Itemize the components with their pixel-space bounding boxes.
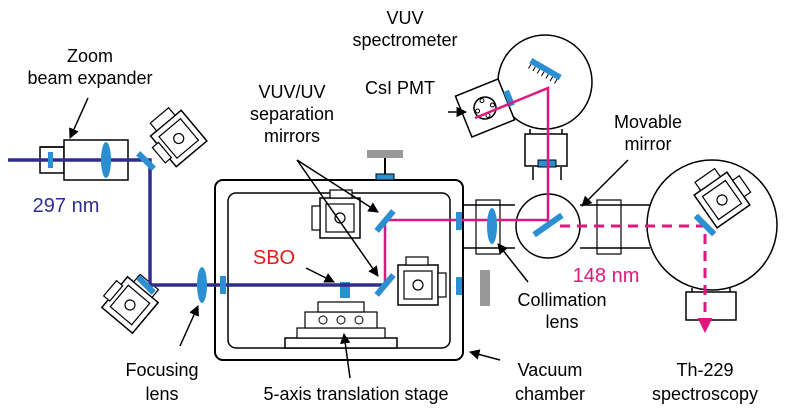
chamber-top-mount <box>367 150 403 181</box>
csi-pmt <box>454 78 516 138</box>
uv-beam-297nm <box>8 158 385 287</box>
collimation-lens <box>487 208 497 244</box>
label-vuv-spectrometer-2: spectrometer <box>352 30 457 50</box>
separation-mirror-upper <box>374 209 396 233</box>
turning-mirror-1 <box>136 151 156 171</box>
label-separation-1: VUV/UV <box>258 82 325 102</box>
label-vuv-spectrometer-1: VUV <box>386 8 423 28</box>
upper-separation-mirror-mount <box>311 189 361 239</box>
label-297nm: 297 nm <box>33 195 100 217</box>
turning-mirror-2 <box>136 275 156 295</box>
label-vacuum-2: chamber <box>515 384 585 404</box>
label-th229-1: Th-229 <box>676 360 733 380</box>
chamber-window-right-bottom <box>456 277 462 295</box>
chamber-window-left <box>220 276 226 294</box>
label-zoom-2: beam expander <box>27 68 152 88</box>
label-stage: 5-axis translation stage <box>263 384 448 404</box>
separation-mirror-lower <box>374 273 396 297</box>
lower-separation-mirror-mount <box>397 256 447 306</box>
vuv-spectrometer <box>497 34 593 180</box>
lower-mirror-mount <box>100 273 160 335</box>
expander-lens-2 <box>101 142 111 178</box>
label-separation-2: separation <box>250 104 334 124</box>
label-collimation-2: lens <box>545 312 578 332</box>
label-csi-pmt: CsI PMT <box>365 78 435 98</box>
optics <box>48 142 717 303</box>
label-th229-2: spectroscopy <box>652 384 758 404</box>
expander-lens-1 <box>48 152 53 168</box>
label-separation-3: mirrors <box>264 126 320 146</box>
movable-mirror <box>532 212 564 238</box>
label-movable-1: Movable <box>614 112 682 132</box>
label-focusing-1: Focusing <box>125 360 198 380</box>
th229-mirror-mount <box>693 167 752 229</box>
th229-mirror <box>693 213 717 237</box>
chamber-window-right-top <box>456 212 462 230</box>
beam-dump <box>480 270 490 306</box>
label-zoom: Zoom <box>67 46 113 66</box>
labels: Zoom beam expander 297 nm VUV spectromet… <box>27 8 758 404</box>
input-mirror-mount <box>149 106 208 168</box>
annotation-arrows <box>69 97 629 379</box>
label-movable-2: mirror <box>625 134 672 154</box>
label-148nm: 148 nm <box>573 265 640 287</box>
focusing-lens <box>197 267 207 303</box>
label-vacuum-1: Vacuum <box>518 360 583 380</box>
label-focusing-2: lens <box>145 384 178 404</box>
label-collimation-1: Collimation <box>517 290 606 310</box>
label-sbo: SBO <box>253 247 295 269</box>
